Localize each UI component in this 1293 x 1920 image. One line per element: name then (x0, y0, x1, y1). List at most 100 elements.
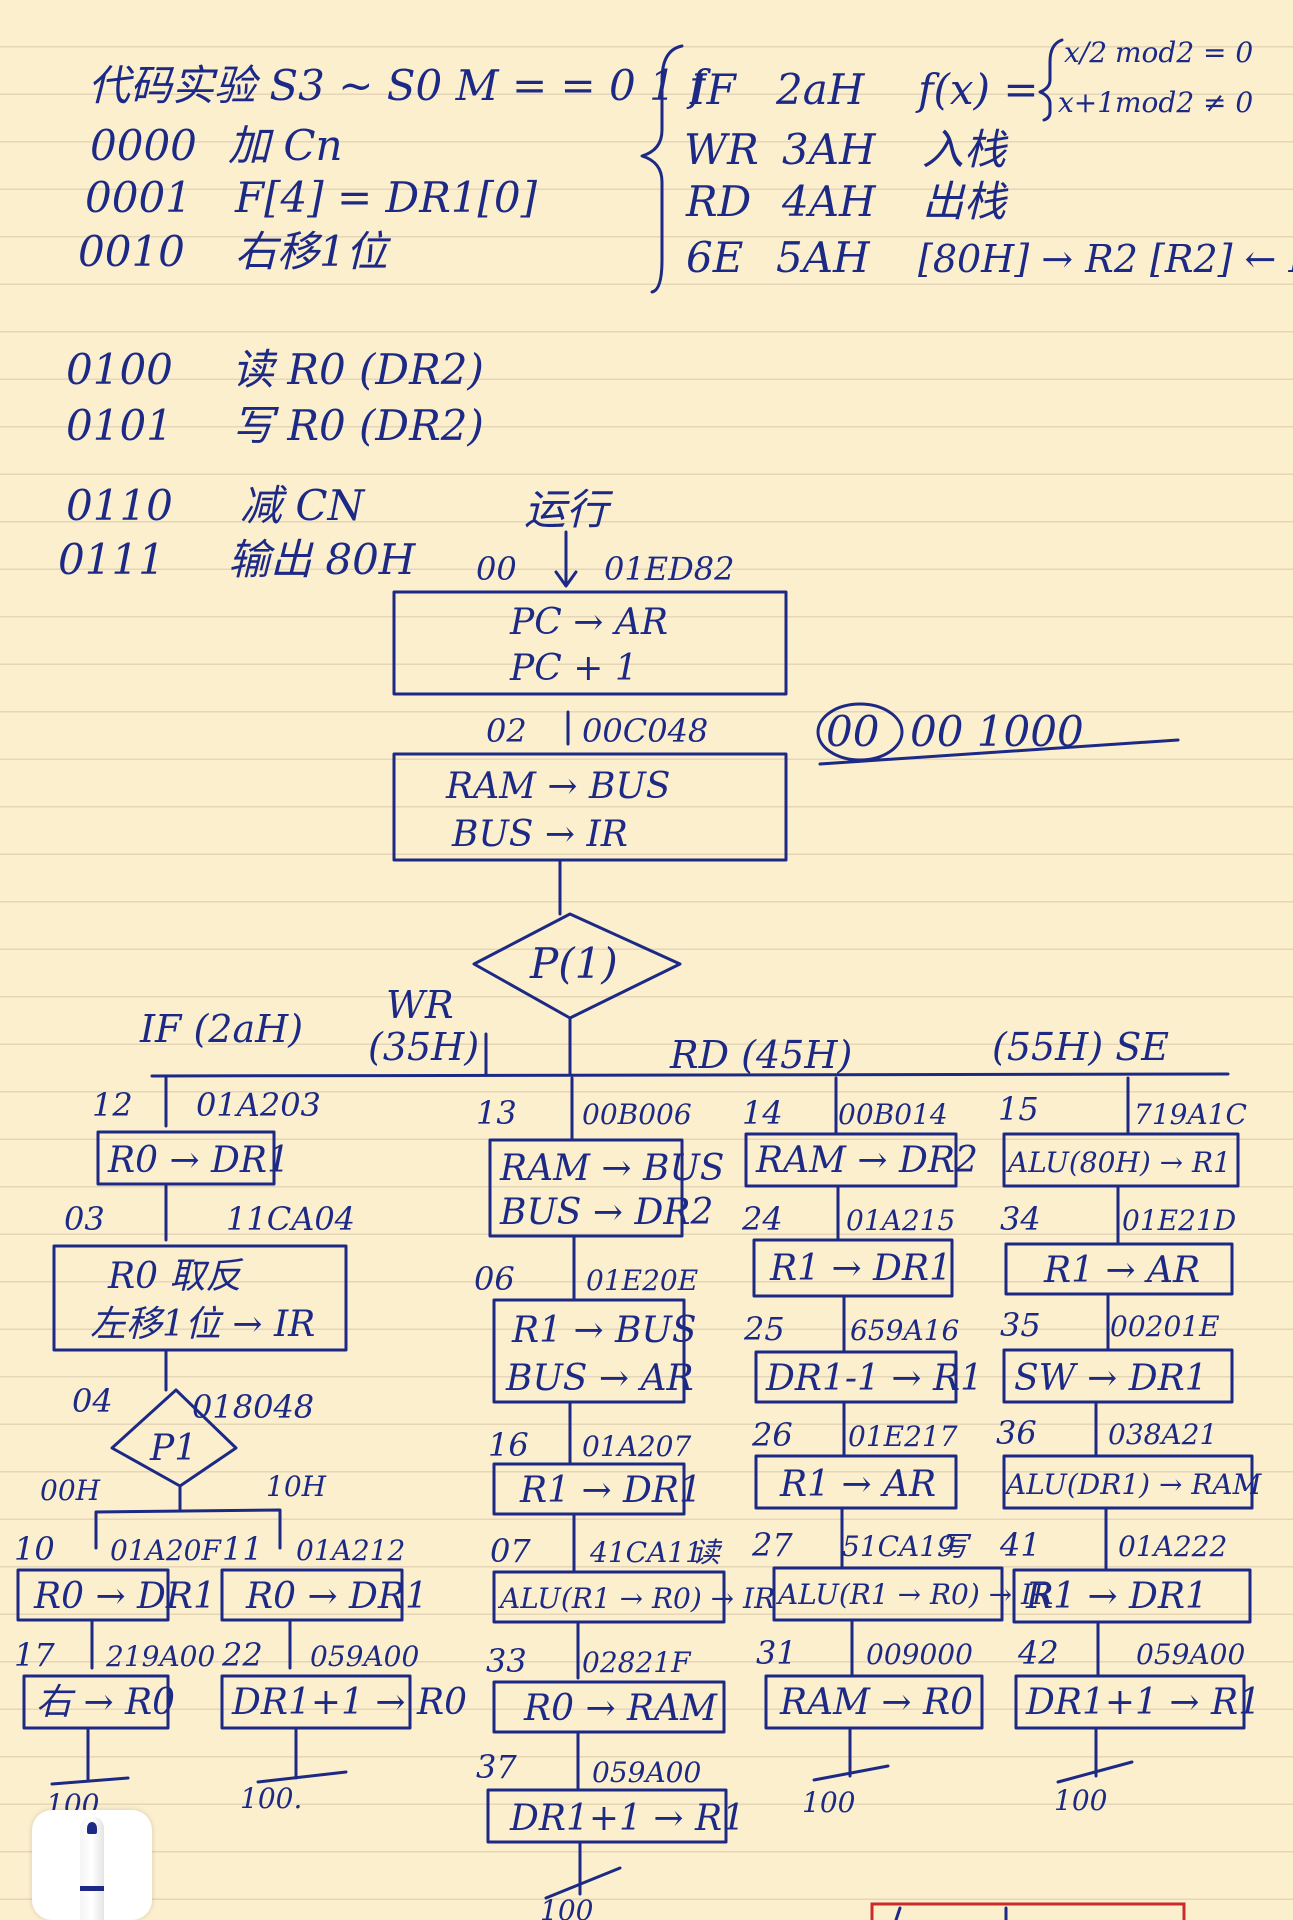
state-code: 01E21D (1122, 1204, 1236, 1237)
formula-top-cond: mod2 = 0 (1115, 36, 1253, 69)
state-text: R1 → BUS (511, 1310, 697, 1351)
opcode-desc: 减 CN (240, 481, 365, 530)
state-box (22, 1674, 170, 1730)
state-box (486, 1788, 728, 1844)
state-addr: 14 (742, 1094, 783, 1132)
ink-fragment (894, 1906, 1008, 1920)
opcode-desc: F[4] = DR1[0] (234, 173, 538, 222)
state-addr: 27 (751, 1526, 793, 1564)
state-text: SW → DR1 (1014, 1358, 1208, 1399)
state-box (1004, 1242, 1234, 1296)
state-addr: 16 (488, 1426, 529, 1464)
instr-hex: 4AH (781, 177, 877, 226)
state-code: 00B014 (838, 1098, 948, 1131)
state-box (1002, 1454, 1254, 1510)
state-addr: 42 (1017, 1634, 1059, 1672)
state-box (1014, 1674, 1246, 1730)
formula-brace (1038, 38, 1064, 122)
fetch-addr: 02 (486, 712, 527, 750)
branch-label: 00H (40, 1474, 101, 1507)
pencil-tip-icon (87, 1822, 97, 1834)
state-code: 719A1C (1134, 1098, 1247, 1131)
state-code: 51CA19 (842, 1530, 955, 1563)
branch-bus-line (150, 1072, 1230, 1078)
state-code: 01A207 (582, 1430, 691, 1463)
state-text: R1 → AR (1043, 1250, 1200, 1291)
branch-label: 10H (266, 1470, 327, 1503)
state-addr: 11 (222, 1530, 263, 1568)
state-box (492, 1570, 726, 1624)
state-addr: 25 (743, 1310, 785, 1348)
instr-desc: f(x) = (915, 65, 1039, 114)
state-addr: 22 (221, 1636, 263, 1674)
connector (50, 1726, 130, 1786)
state-box (754, 1350, 958, 1404)
state-addr: 03 (64, 1200, 105, 1238)
instr-hex: 5AH (776, 233, 871, 282)
state-box (1012, 1568, 1252, 1624)
state-box (488, 1138, 684, 1238)
state-box (764, 1674, 984, 1730)
state-box (492, 1462, 686, 1516)
connector (544, 1840, 622, 1900)
state-addr: 13 (476, 1094, 517, 1132)
state-addr: 37 (476, 1748, 517, 1786)
pencil-band-icon (80, 1886, 104, 1891)
state-code: 11CA04 (226, 1200, 355, 1238)
state-box (772, 1566, 1004, 1622)
formula-bottom-cond: mod2 ≠ 0 (1115, 86, 1253, 119)
state-addr: 04 (72, 1382, 113, 1420)
opcode-code: 0001 (85, 173, 192, 222)
state-text: ALU(R1 → R0) → IR (775, 1578, 1053, 1611)
run-label: 运行 (524, 485, 614, 534)
fetch-box (392, 752, 788, 862)
state-box (1002, 1132, 1240, 1188)
left-brace (640, 44, 684, 294)
end-marker: 100 (802, 1786, 855, 1819)
state-text: R1 → AR (779, 1464, 936, 1505)
state-text: R0 取反 (107, 1256, 244, 1297)
binary-underline (818, 738, 1180, 766)
state-addr: 33 (486, 1642, 527, 1680)
state-code: 00201E (1110, 1310, 1220, 1343)
binary-circled: 00 (826, 707, 879, 756)
instr-op: WR (684, 125, 759, 174)
instr-op: RD (685, 177, 751, 226)
column-rd: 14 00B014 RAM → DR2 24 01A215 R1 → DR1 2… (741, 1076, 1053, 1819)
state-text: 右 → R0 (36, 1682, 175, 1723)
connector (1056, 1726, 1134, 1784)
state-code: 02821F (582, 1646, 692, 1679)
state-text: R1 → DR1 (519, 1470, 702, 1511)
opcode-code: 0010 (78, 227, 185, 276)
run-arrow (554, 530, 578, 588)
opcode-desc: 读 R0 (DR2) (232, 345, 484, 394)
state-box (752, 1238, 954, 1298)
formula-top: x/2 (1064, 36, 1107, 69)
state-code: 01E217 (848, 1420, 958, 1453)
state-text: DR1+1 → R0 (231, 1682, 467, 1723)
fetch-code: 00C048 (582, 712, 708, 750)
state-text: BUS → DR2 (499, 1192, 713, 1233)
opcode-code: 0110 (66, 481, 173, 530)
branch-se: (55H) SE (992, 1025, 1169, 1069)
end-marker: 100 (1054, 1784, 1107, 1817)
state-addr: 12 (92, 1086, 133, 1124)
state-text: RAM → DR2 (755, 1140, 978, 1181)
state-box (754, 1454, 958, 1510)
connector (812, 1726, 890, 1782)
pencil-tool-button[interactable] (32, 1810, 152, 1920)
state-code: 01E20E (586, 1264, 698, 1297)
opcode-desc: 右移1位 (235, 227, 392, 276)
state-addr: 31 (756, 1634, 797, 1672)
state-code: 059A00 (1136, 1638, 1245, 1671)
opcode-desc: 写 R0 (DR2) (232, 401, 484, 450)
opcode-header-left: 代码实验 S3 ~ S0 M = = 0 1 f 0000 加 Cn 0001 … (78, 61, 711, 276)
state-code: 059A00 (310, 1640, 419, 1673)
formula-bottom: x+1 (1058, 86, 1115, 119)
state-text: RAM → R0 (779, 1682, 973, 1723)
state-text: R1 → DR1 (1025, 1576, 1208, 1617)
state-note: 读 (692, 1536, 723, 1569)
state-addr: 35 (1000, 1306, 1041, 1344)
state-code: 01A20F (110, 1534, 222, 1567)
